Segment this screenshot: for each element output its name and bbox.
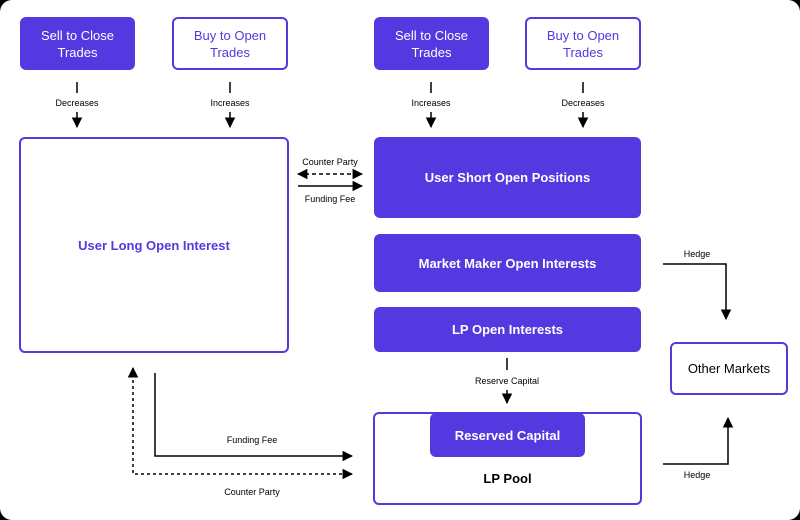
other-markets-box: Other Markets — [670, 342, 788, 395]
top-arrows — [71, 82, 589, 129]
hedge-label-top: Hedge — [683, 249, 711, 259]
increases-label-left: Increases — [210, 98, 250, 108]
decreases-label-left: Decreases — [55, 98, 99, 108]
user-long-label: User Long Open Interest — [78, 237, 230, 253]
user-short-label: User Short Open Positions — [424, 170, 591, 185]
market-maker-label: Market Maker Open Interests — [418, 255, 597, 271]
lp-open-interests-box: LP Open Interests — [374, 307, 641, 352]
counter-party-label-top: Counter Party — [302, 157, 358, 167]
lp-open-label: LP Open Interests — [451, 322, 563, 337]
funding-fee-label-top: Funding Fee — [304, 194, 356, 204]
counter-party-bottom-arrow — [127, 366, 354, 480]
user-long-open-interest-box: User Long Open Interest — [19, 137, 289, 353]
hedge-bottom-arrow — [663, 416, 734, 465]
increases-label-right: Increases — [411, 98, 451, 108]
counter-party-label-bottom: Counter Party — [224, 487, 280, 497]
hedge-label-bottom: Hedge — [683, 470, 711, 480]
hedge-top-arrow — [663, 263, 732, 321]
lp-pool-label: LP Pool — [483, 471, 532, 486]
market-maker-open-interests-box: Market Maker Open Interests — [374, 234, 641, 292]
reserve-capital-label: Reserve Capital — [474, 376, 540, 386]
reserved-capital-label: Reserved Capital — [454, 427, 561, 443]
user-short-open-positions-box: User Short Open Positions — [374, 137, 641, 218]
decreases-label-right: Decreases — [561, 98, 605, 108]
funding-fee-label-bottom: Funding Fee — [226, 435, 278, 445]
other-markets-label: Other Markets — [687, 361, 771, 376]
reserved-capital-box: Reserved Capital — [430, 413, 585, 457]
